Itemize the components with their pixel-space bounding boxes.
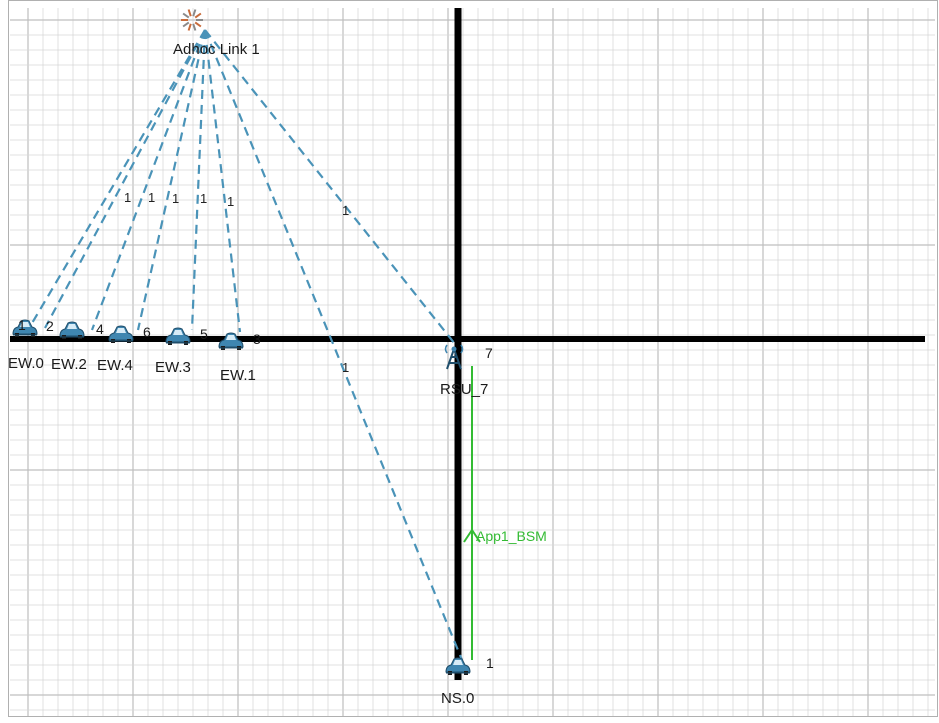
link-weight-label: 1 xyxy=(200,191,207,206)
car-icon-ew4[interactable] xyxy=(108,325,134,343)
link-ew1[interactable] xyxy=(190,29,207,331)
adhoc-link-icon-ray xyxy=(187,23,192,31)
adhoc-link-icon-ray xyxy=(192,9,197,17)
car-window xyxy=(116,328,126,333)
car-window xyxy=(20,322,30,327)
link-rsu[interactable] xyxy=(204,29,456,345)
link-ew1b[interactable] xyxy=(203,29,242,333)
rsu-antenna-icon[interactable] xyxy=(444,344,464,370)
adhoc-link-label: Adhoc Link 1 xyxy=(173,41,260,58)
port-label-ew1-extra: 3 xyxy=(253,331,261,347)
link-weight-label: 1 xyxy=(342,360,349,375)
ns-vehicle-port-label: 1 xyxy=(486,655,494,671)
ns-vehicle[interactable] xyxy=(445,657,471,675)
adhoc-link-icon-ray xyxy=(194,21,202,28)
port-label-ew1: 5 xyxy=(200,326,208,342)
vehicle-label-ew3: EW.3 xyxy=(155,359,191,376)
adhoc-link-icon[interactable] xyxy=(181,9,203,31)
adhoc-link-icon-ray xyxy=(182,21,190,28)
link-weight-label: 1 xyxy=(342,203,349,218)
vehicle-label-ew2: EW.2 xyxy=(51,356,87,373)
rsu-emitter xyxy=(451,346,457,352)
car-icon-ew3[interactable] xyxy=(165,327,191,345)
app-flow-label: App1_BSM xyxy=(476,528,547,544)
port-label-ew2: 2 xyxy=(46,318,54,334)
canvas-grid xyxy=(10,8,935,716)
adhoc-link-icon-ray xyxy=(187,9,192,17)
adhoc-link-icon-ray xyxy=(194,12,202,19)
car-icon-ew1[interactable] xyxy=(218,332,244,350)
car-window xyxy=(173,330,183,335)
link-weight-label: 1 xyxy=(172,191,179,206)
link-weight-label: 1 xyxy=(148,190,155,205)
adhoc-link-icon-ray xyxy=(192,23,197,31)
rsu-tower xyxy=(446,348,462,370)
car-window xyxy=(226,335,236,340)
adhoc-link-icon-ray xyxy=(182,12,190,19)
link-weight-label: 1 xyxy=(124,190,131,205)
rsu-port-label: 7 xyxy=(485,345,493,361)
link-ew0[interactable] xyxy=(27,29,206,331)
canvas-frame xyxy=(8,0,938,717)
port-label-ew0: 1 xyxy=(18,317,26,333)
vehicle-label-ew0: EW.0 xyxy=(8,355,44,372)
car-window xyxy=(453,660,463,665)
link-ew4[interactable] xyxy=(90,29,207,331)
car-icon-ew0[interactable] xyxy=(12,319,38,337)
application-flow[interactable]: App1_BSM xyxy=(463,366,547,660)
link-ew3[interactable] xyxy=(136,29,207,331)
link-weight-label: 1 xyxy=(227,194,234,209)
link-ew2[interactable] xyxy=(44,29,206,329)
app-flow-arrow-icon xyxy=(463,528,481,543)
ns-vehicle-label: NS.0 xyxy=(441,690,474,707)
link-weight-labels: 1 1 1 1 1 1 1 xyxy=(124,190,349,375)
car-icon-ew2[interactable] xyxy=(59,321,85,339)
vehicle-label-ew1: EW.1 xyxy=(220,367,256,384)
ew-vehicles xyxy=(12,319,244,350)
rsu-waves xyxy=(444,344,464,354)
port-label-ew3: 6 xyxy=(143,324,151,340)
car-window xyxy=(67,324,77,329)
adhoc-links xyxy=(27,29,464,661)
vehicle-label-ew4: EW.4 xyxy=(97,357,133,374)
port-label-ew4: 4 xyxy=(96,321,104,337)
car-icon-ns0[interactable] xyxy=(445,657,471,675)
link-ns0[interactable] xyxy=(203,29,464,661)
rsu-label: RSU_7 xyxy=(440,381,488,398)
